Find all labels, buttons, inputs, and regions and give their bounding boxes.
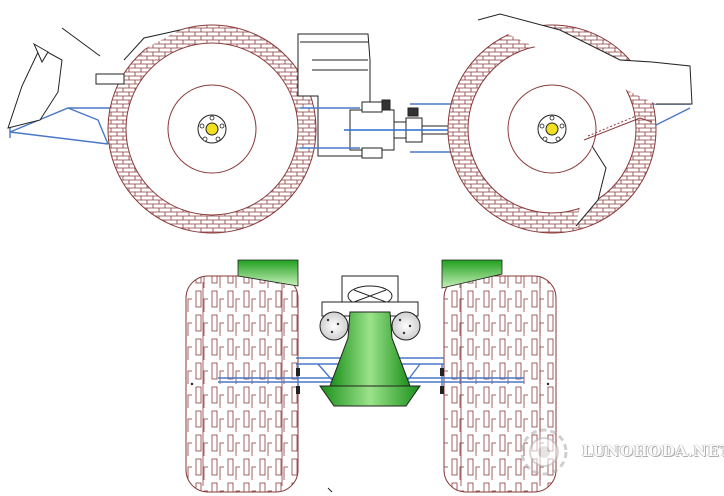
right-wheel [447, 24, 657, 234]
headlights [319, 311, 421, 341]
front-bucket [7, 27, 101, 129]
axle-bolts [296, 368, 444, 394]
gear-sun-icon [520, 428, 568, 476]
steering-console [321, 275, 419, 317]
fenders [237, 259, 503, 289]
side-view [7, 13, 693, 234]
front-view [185, 259, 557, 493]
rear-cover [477, 13, 693, 227]
left-wheel [107, 24, 317, 234]
front-left-tire [185, 275, 299, 493]
green-hood [319, 311, 421, 407]
